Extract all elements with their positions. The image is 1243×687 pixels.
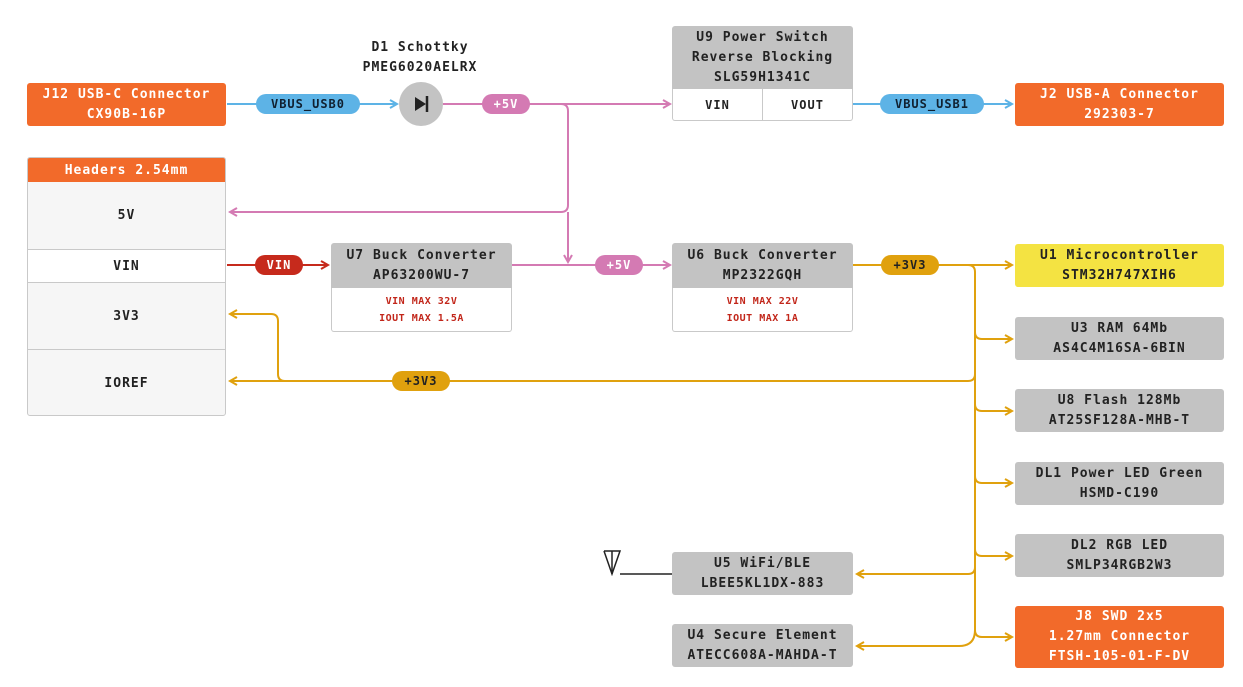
u8-line1: U8 Flash 128Mb — [1057, 392, 1182, 408]
header-pin-ioref: IOREF — [28, 349, 225, 415]
plus3v3-wire-3v3 — [230, 314, 286, 382]
plus3v3-wire-bus — [967, 264, 976, 632]
plus5v-wire-drop — [230, 103, 569, 212]
plus3v3-wire-j8 — [974, 629, 1012, 637]
u9-line3: SLG59H1341C — [713, 69, 812, 85]
u9-pin-vin: VIN — [705, 97, 730, 112]
net-plus5v-top: +5V — [482, 94, 530, 114]
net-plus5v-mid: +5V — [595, 255, 643, 275]
header-pin-5v: 5V — [117, 208, 136, 223]
dl2-rgb-led: DL2 RGB LED SMLP34RGB2W3 — [1015, 534, 1224, 577]
u7-line2: AP63200WU-7 — [372, 267, 471, 283]
u5-wifi-ble: U5 WiFi/BLE LBEE5KL1DX-883 — [672, 552, 853, 595]
u8-line2: AT25SF128A-MHB-T — [1048, 412, 1191, 428]
j2-line1: J2 USB-A Connector — [1040, 86, 1199, 102]
u1-line1: U1 Microcontroller — [1040, 247, 1199, 263]
u6-line1: U6 Buck Converter — [687, 247, 838, 263]
d1-label: D1 Schottky PMEG6020AELRX — [340, 38, 500, 78]
u5-line1: U5 WiFi/BLE — [713, 555, 812, 571]
net-plus3v3-u6: +3V3 — [881, 255, 939, 275]
u7-spec2: IOUT MAX 1.5A — [379, 312, 464, 324]
j12-line2: CX90B-16P — [86, 106, 167, 122]
u6-buck-converter: U6 Buck Converter MP2322GQH — [672, 243, 853, 288]
u8-flash: U8 Flash 128Mb AT25SF128A-MHB-T — [1015, 389, 1224, 432]
dl2-line2: SMLP34RGB2W3 — [1066, 557, 1173, 573]
u6-line2: MP2322GQH — [722, 267, 803, 283]
u9-power-switch: U9 Power Switch Reverse Blocking SLG59H1… — [672, 26, 853, 89]
plus3v3-wire-u3 — [974, 331, 1012, 339]
u4-line1: U4 Secure Element — [687, 627, 838, 643]
header-pin-3v3: 3V3 — [28, 282, 225, 349]
u1-line2: STM32H747XIH6 — [1062, 267, 1177, 283]
plus3v3-wire-dl2 — [974, 548, 1012, 556]
u5-line2: LBEE5KL1DX-883 — [700, 575, 825, 591]
u9-pin-vout: VOUT — [762, 89, 852, 120]
plus3v3-wire-u8 — [974, 403, 1012, 411]
d1-line1: D1 Schottky — [371, 40, 469, 55]
net-vbus-usb0: VBUS_USB0 — [256, 94, 360, 114]
u3-line1: U3 RAM 64Mb — [1070, 320, 1169, 336]
dl1-power-led: DL1 Power LED Green HSMD-C190 — [1015, 462, 1224, 505]
u7-specs: VIN MAX 32V IOUT MAX 1.5A — [331, 288, 512, 332]
u3-ram: U3 RAM 64Mb AS4C4M16SA-6BIN — [1015, 317, 1224, 360]
u9-line1: U9 Power Switch — [696, 29, 829, 45]
plus3v3-wire-ioref — [230, 373, 976, 381]
u7-spec1: VIN MAX 32V — [385, 295, 458, 307]
d1-line2: PMEG6020AELRX — [362, 60, 478, 75]
u4-line2: ATECC608A-MAHDA-T — [687, 647, 838, 663]
j2-line2: 292303-7 — [1084, 106, 1155, 122]
plus3v3-wire-u4 — [857, 629, 976, 646]
j2-usb-a-connector: J2 USB-A Connector 292303-7 — [1015, 83, 1224, 126]
header-pin-vin: VIN — [28, 249, 225, 282]
plus3v3-wire-u5 — [857, 566, 976, 574]
u7-buck-converter: U7 Buck Converter AP63200WU-7 — [331, 243, 512, 288]
headers-title: Headers 2.54mm — [28, 158, 225, 182]
u6-spec1: VIN MAX 22V — [726, 295, 799, 307]
j8-line3: FTSH-105-01-F-DV — [1048, 649, 1191, 664]
headers-panel: Headers 2.54mm 5V VIN 3V3 IOREF — [27, 157, 226, 416]
j12-usb-c-connector: J12 USB-C Connector CX90B-16P — [27, 83, 226, 126]
u4-secure-element: U4 Secure Element ATECC608A-MAHDA-T — [672, 624, 853, 667]
plus3v3-wire-dl1 — [974, 475, 1012, 483]
net-vbus-usb1: VBUS_USB1 — [880, 94, 984, 114]
antenna-icon — [603, 550, 622, 576]
j8-line1: J8 SWD 2x5 — [1075, 609, 1164, 624]
j8-line2: 1.27mm Connector — [1048, 629, 1191, 644]
j12-line1: J12 USB-C Connector — [42, 86, 211, 102]
j8-swd-connector: J8 SWD 2x5 1.27mm Connector FTSH-105-01-… — [1015, 606, 1224, 668]
dl2-line1: DL2 RGB LED — [1070, 537, 1169, 553]
dl1-line1: DL1 Power LED Green — [1035, 465, 1204, 481]
u3-line2: AS4C4M16SA-6BIN — [1053, 340, 1186, 356]
net-vin: VIN — [255, 255, 303, 275]
u7-line1: U7 Buck Converter — [346, 247, 497, 263]
u9-line2: Reverse Blocking — [691, 49, 834, 65]
net-plus3v3-headers: +3V3 — [392, 371, 450, 391]
diode-icon — [399, 82, 443, 126]
u6-spec2: IOUT MAX 1A — [726, 312, 799, 324]
u9-pins: VIN VOUT — [672, 89, 853, 121]
dl1-line2: HSMD-C190 — [1079, 485, 1160, 501]
u6-specs: VIN MAX 22V IOUT MAX 1A — [672, 288, 853, 332]
u1-microcontroller: U1 Microcontroller STM32H747XIH6 — [1015, 244, 1224, 287]
